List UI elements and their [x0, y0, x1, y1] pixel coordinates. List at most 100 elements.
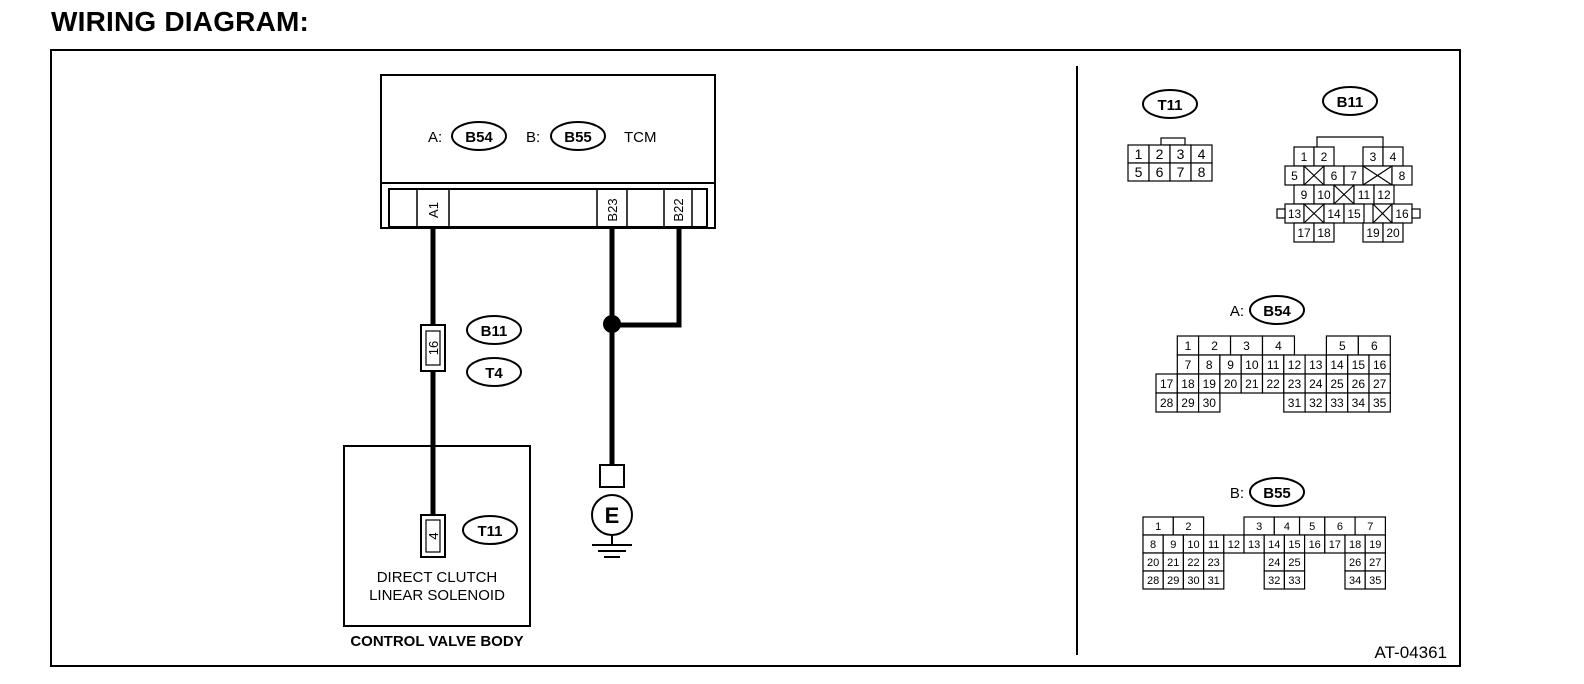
solenoid-box: 4 T11 DIRECT CLUTCH LINEAR SOLENOID: [343, 445, 531, 627]
tcm-module: A: B54 B: B55 TCM A1 B23 B22: [380, 74, 716, 229]
b55-pin-24: 24: [1268, 557, 1280, 569]
b54-pin-18: 18: [1181, 377, 1195, 391]
b55-pin-20: 20: [1147, 557, 1159, 569]
b54-pin-7: 7: [1185, 358, 1192, 372]
b54-pin-5: 5: [1339, 339, 1346, 353]
b55-pin-22: 22: [1187, 557, 1199, 569]
b54-pin-33: 33: [1330, 396, 1344, 410]
b55-pin-23: 23: [1208, 557, 1220, 569]
b55-view-label-prefix: B:: [1230, 485, 1244, 502]
t11-pin-4: 4: [1198, 146, 1206, 162]
b55-pin-5: 5: [1309, 521, 1315, 533]
tcm-prefix-b: B:: [526, 129, 540, 146]
b54-pin-24: 24: [1309, 377, 1323, 391]
b55-pin-11: 11: [1208, 539, 1219, 551]
tcm-connector-b: B55: [564, 129, 592, 146]
b54-pin-10: 10: [1245, 358, 1259, 372]
t11-pin-3: 3: [1177, 146, 1185, 162]
b55-pin-34: 34: [1349, 575, 1361, 587]
b11-pin-10: 10: [1317, 188, 1331, 202]
b54-pin-15: 15: [1352, 358, 1366, 372]
b55-pin-33: 33: [1288, 575, 1300, 587]
t11-pin-7: 7: [1177, 164, 1185, 180]
ground-label: E: [605, 503, 620, 528]
solenoid-name-1: DIRECT CLUTCH: [377, 569, 498, 586]
b54-pin-1: 1: [1185, 339, 1192, 353]
b54-pin-13: 13: [1309, 358, 1323, 372]
tcm-pin-b22: B22: [671, 198, 686, 221]
b55-pin-19: 19: [1369, 539, 1381, 551]
tcm-connector-a: B54: [465, 129, 493, 146]
b54-pin-8: 8: [1206, 358, 1213, 372]
b55-pin-6: 6: [1337, 521, 1343, 533]
b55-pin-15: 15: [1288, 539, 1300, 551]
b55-pin-18: 18: [1349, 539, 1361, 551]
b54-pin-6: 6: [1371, 339, 1378, 353]
b54-pin-11: 11: [1267, 358, 1280, 372]
b54-pin-17: 17: [1160, 377, 1174, 391]
b55-pin-3: 3: [1256, 521, 1262, 533]
b11-pin-6: 6: [1331, 169, 1338, 183]
b11-pin-18: 18: [1317, 226, 1331, 240]
b11-pin-8: 8: [1399, 169, 1406, 183]
b54-pin-21: 21: [1245, 377, 1259, 391]
b55-pin-35: 35: [1369, 575, 1381, 587]
b55-pin-26: 26: [1349, 557, 1361, 569]
solenoid-connector: T11: [477, 523, 502, 540]
b54-pin-9: 9: [1227, 358, 1234, 372]
b11-pin-20: 20: [1386, 226, 1400, 240]
control-valve-body-label: CONTROL VALVE BODY: [350, 633, 523, 650]
b54-pin-2: 2: [1211, 339, 1218, 353]
b54-pin-3: 3: [1243, 339, 1250, 353]
b54-pin-34: 34: [1352, 396, 1366, 410]
b54-pin-29: 29: [1181, 396, 1195, 410]
wires: [430, 228, 682, 515]
b54-pin-27: 27: [1373, 377, 1387, 391]
harness-connector-b11: B11: [481, 323, 508, 340]
b55-pin-12: 12: [1228, 539, 1240, 551]
b55-pin-17: 17: [1329, 539, 1341, 551]
tcm-pin-a1: A1: [426, 202, 441, 218]
b55-pin-2: 2: [1185, 521, 1191, 533]
b55-pin-10: 10: [1187, 539, 1199, 551]
b55-pin-29: 29: [1167, 575, 1179, 587]
b55-pin-31: 31: [1208, 575, 1220, 587]
b11-pin-5: 5: [1291, 169, 1298, 183]
b11-pin-13: 13: [1288, 207, 1302, 221]
b55-pin-14: 14: [1268, 539, 1280, 551]
tcm-name: TCM: [624, 129, 657, 146]
b55-pin-9: 9: [1170, 539, 1176, 551]
b11-pin-15: 15: [1347, 207, 1361, 221]
b54-view-label-prefix: A:: [1230, 303, 1244, 320]
b54-pin-25: 25: [1330, 377, 1344, 391]
b55-pin-7: 7: [1367, 521, 1373, 533]
b54-pin-32: 32: [1309, 396, 1323, 410]
b54-pin-30: 30: [1203, 396, 1217, 410]
b11-pin-9: 9: [1301, 188, 1308, 202]
t11-pin-1: 1: [1135, 146, 1143, 162]
b55-view-label: B55: [1263, 485, 1291, 502]
b11-pin-1: 1: [1301, 150, 1308, 164]
b54-pin-35: 35: [1373, 396, 1387, 410]
tcm-pin-b23: B23: [605, 198, 620, 221]
b11-pin-2: 2: [1321, 150, 1328, 164]
b55-pin-27: 27: [1369, 557, 1381, 569]
b55-pin-4: 4: [1284, 521, 1290, 533]
t11-pin-8: 8: [1198, 164, 1206, 180]
solenoid-name-2: LINEAR SOLENOID: [369, 587, 505, 604]
b11-pin-3: 3: [1370, 150, 1377, 164]
b55-pin-8: 8: [1150, 539, 1156, 551]
b55-pin-30: 30: [1187, 575, 1199, 587]
b54-pin-20: 20: [1224, 377, 1238, 391]
b55-pin-21: 21: [1167, 557, 1179, 569]
b11-pin-17: 17: [1297, 226, 1311, 240]
ground-symbol: E: [591, 464, 633, 558]
b11-pin-11: 11: [1358, 188, 1371, 202]
b54-pin-19: 19: [1203, 377, 1217, 391]
b54-pin-12: 12: [1288, 358, 1302, 372]
b11-pin-7: 7: [1350, 169, 1357, 183]
